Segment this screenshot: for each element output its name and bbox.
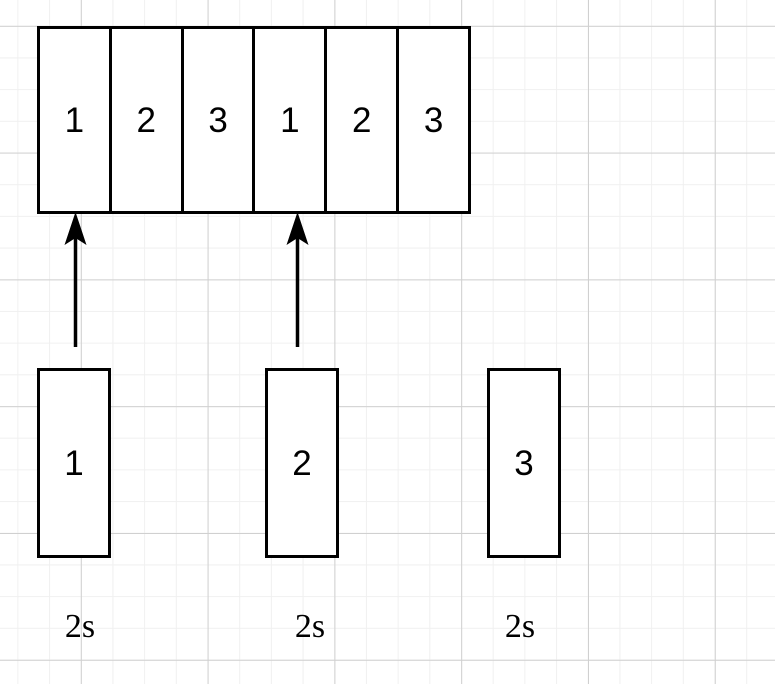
producer-duration-label: 2s — [504, 608, 536, 645]
producer-block[interactable]: 2 — [265, 368, 339, 558]
buffer-cell[interactable]: 2 — [108, 26, 184, 214]
producer-block-label: 1 — [64, 443, 84, 483]
buffer-cell-label: 1 — [64, 100, 85, 140]
buffer-cell[interactable]: 2 — [324, 26, 400, 214]
buffer-cell-label: 3 — [423, 100, 444, 140]
producer-block-label: 2 — [292, 443, 312, 483]
shared-buffer-strip: 1 2 3 1 2 3 — [37, 26, 471, 214]
buffer-cell-label: 1 — [280, 100, 300, 140]
arrow-producer-2-to-buffer — [286, 212, 309, 347]
producer-block[interactable]: 1 — [37, 368, 111, 558]
producer-block-label: 3 — [514, 443, 534, 483]
producer-duration-label: 2s — [294, 608, 326, 645]
producer-block[interactable]: 3 — [487, 368, 561, 558]
arrow-producer-1-to-buffer — [64, 212, 87, 347]
buffer-cell[interactable]: 1 — [37, 26, 112, 214]
buffer-cell-label: 2 — [136, 100, 156, 140]
buffer-cell-label: 2 — [351, 100, 372, 140]
buffer-cell[interactable]: 1 — [252, 26, 328, 214]
buffer-cell[interactable]: 3 — [396, 26, 471, 214]
producer-duration-label: 2s — [64, 608, 96, 645]
buffer-cell[interactable]: 3 — [180, 26, 256, 214]
buffer-cell-label: 3 — [208, 100, 228, 140]
